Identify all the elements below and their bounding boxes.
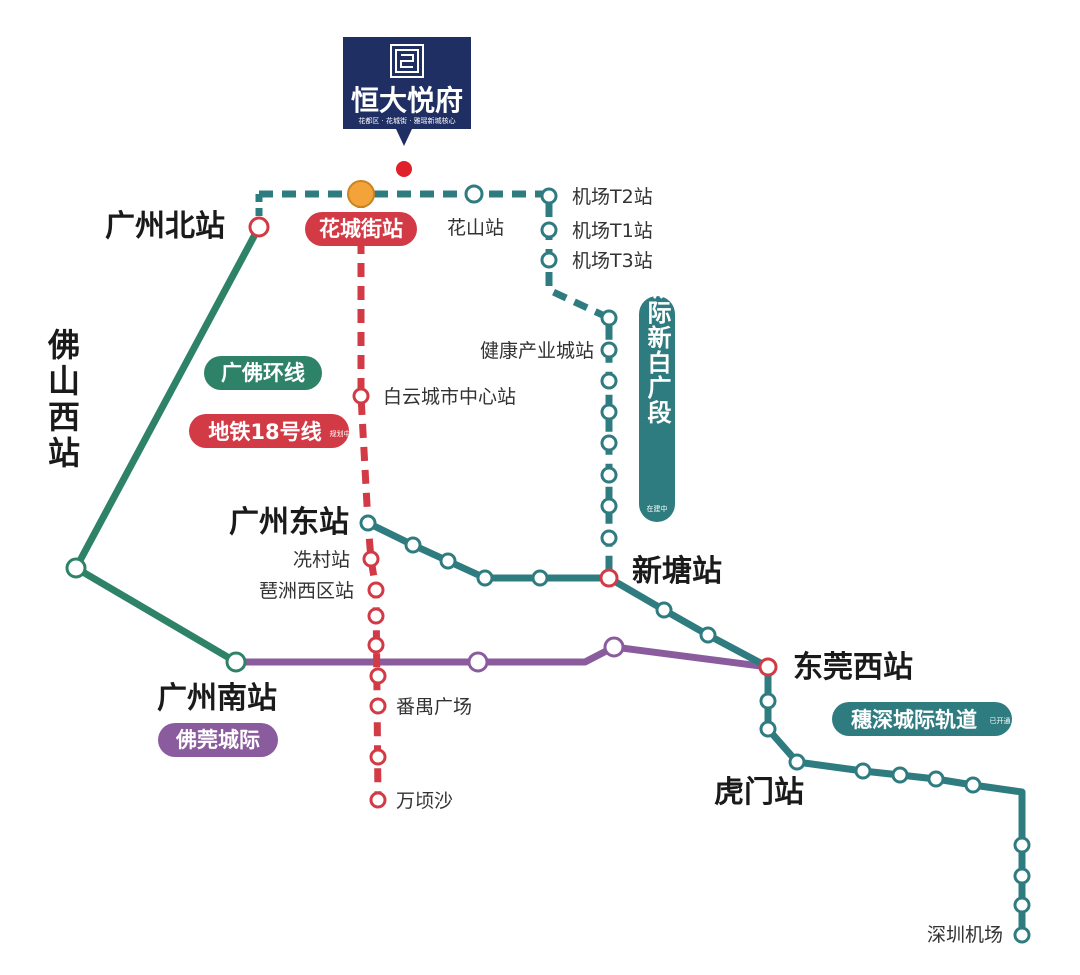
station-label-jiankang: 健康产业城站 [480, 340, 594, 362]
station-dot-suishen-1[interactable] [655, 601, 673, 619]
station-dot-suishen-7[interactable] [891, 766, 909, 784]
line-note-metro18: 规划中 [330, 429, 351, 438]
station-label-dongguan-west: 东莞西站 [793, 650, 913, 685]
station-label-xiancun: 冼村站 [293, 549, 350, 571]
station-dot-xinbai-4[interactable] [600, 403, 618, 421]
pill-guangfo-line: 广佛环线 [204, 356, 322, 390]
pill-huachengjie: 花城街站 [305, 212, 417, 246]
line-metro18 [357, 194, 382, 801]
line-label-suishen: 穗深城际轨道 [851, 708, 977, 732]
pill-suishen-line: 穗深城际轨道 已开通 [832, 702, 1012, 736]
station-dot-jiankang[interactable] [600, 341, 618, 359]
station-dot-east-line-3[interactable] [476, 569, 494, 587]
project-logo: 恒大悦府 花都区 · 花城街 · 雅瑶新城核心 [343, 37, 471, 146]
station-dot-wanqingsha[interactable] [369, 791, 387, 809]
station-dot-xinbai-8[interactable] [600, 529, 618, 547]
line-label-suishen-xinbai: 穗深城际新白广段 [643, 225, 671, 425]
station-dot-suishen-8[interactable] [927, 770, 945, 788]
station-dot-suishen-3[interactable] [759, 692, 777, 710]
station-label-huachengjie: 花城街站 [319, 217, 403, 241]
station-dot-metro18-3[interactable] [367, 607, 385, 625]
station-dot-suishen-12[interactable] [1013, 896, 1031, 914]
station-label-huashan: 花山站 [447, 217, 504, 239]
station-dot-metro18-7[interactable] [369, 748, 387, 766]
station-dot-east-line-2[interactable] [439, 552, 457, 570]
station-label-wanqingsha: 万顷沙 [396, 790, 453, 812]
station-label-airport-t2: 机场T2站 [572, 186, 653, 208]
station-label-panyu-square: 番禺广场 [396, 696, 472, 718]
station-dot-guangzhou-north[interactable] [248, 216, 270, 238]
station-dot-east-line-1[interactable] [404, 536, 422, 554]
station-dot-xinbai-3[interactable] [600, 372, 618, 390]
station-dot-baiyun-center[interactable] [352, 387, 370, 405]
station-dot-huashan[interactable] [464, 184, 484, 204]
line-note-suishen-xinbai: 在建中 [647, 504, 668, 513]
line-note-suishen: 已开通 [990, 716, 1011, 725]
station-markers [65, 184, 1031, 944]
station-dot-suishen-9[interactable] [964, 776, 982, 794]
station-dot-pazhou-west[interactable] [367, 581, 385, 599]
station-dot-suishen-6[interactable] [854, 762, 872, 780]
station-label-baiyun-center: 白云城市中心站 [383, 386, 516, 408]
brand-name: 恒大悦府 [351, 84, 463, 117]
station-label-shenzhen-airport: 深圳机场 [927, 924, 1003, 946]
brand-tagline: 花都区 · 花城街 · 雅瑶新城核心 [358, 116, 455, 125]
line-label-metro18: 地铁18号线 [208, 420, 321, 444]
station-dot-huachengjie-interchange[interactable] [347, 180, 375, 208]
station-dot-suishen-10[interactable] [1013, 836, 1031, 854]
station-dot-airport-t3[interactable] [540, 251, 558, 269]
station-dot-humen[interactable] [788, 753, 806, 771]
logo-background [343, 37, 471, 129]
station-dot-guangzhou-east[interactable] [359, 514, 377, 532]
project-location-dot [396, 161, 412, 177]
station-dot-dongguan-west[interactable] [758, 657, 778, 677]
station-dot-xinbai-6[interactable] [600, 466, 618, 484]
line-label-foguan: 佛莞城际 [175, 728, 260, 752]
station-dot-east-line-4[interactable] [531, 569, 549, 587]
station-label-humen: 虎门站 [714, 775, 804, 810]
station-dot-foguan-1[interactable] [467, 651, 489, 673]
station-label-guangzhou-south: 广州南站 [157, 681, 277, 716]
pill-foguan-line: 佛莞城际 [158, 723, 278, 757]
pill-suishen-xinbai-line: 穗深城际新白广段 在建中 [639, 225, 675, 522]
station-dot-guangzhou-south[interactable] [225, 651, 247, 673]
line-foguan [236, 643, 769, 671]
station-dot-suishen-2[interactable] [699, 626, 717, 644]
station-dot-airport-t1[interactable] [540, 221, 558, 239]
station-dot-metro18-5[interactable] [369, 667, 387, 685]
station-label-airport-t3: 机场T3站 [572, 250, 653, 272]
station-dot-panyu-square[interactable] [369, 697, 387, 715]
station-dot-foshan-west[interactable] [65, 557, 87, 579]
station-dot-xinbai-5[interactable] [600, 434, 618, 452]
station-dot-suishen-11[interactable] [1013, 867, 1031, 885]
station-dot-xinbai-1[interactable] [600, 309, 618, 327]
station-label-pazhou-west: 琶洲西区站 [259, 580, 354, 602]
station-label-guangzhou-east: 广州东站 [229, 505, 349, 540]
line-label-guangfo: 广佛环线 [221, 361, 305, 385]
station-label-foshan-west: 佛山西站 [43, 328, 81, 472]
station-label-guangzhou-north: 广州北站 [105, 209, 225, 244]
logo-emblem-icon [390, 44, 424, 78]
station-dot-xinbai-7[interactable] [600, 497, 618, 515]
station-dot-shenzhen-airport[interactable] [1013, 926, 1031, 944]
station-dot-foguan-2[interactable] [603, 636, 625, 658]
station-label-xintang: 新塘站 [632, 554, 722, 589]
station-dot-xiancun[interactable] [362, 550, 380, 568]
station-dot-metro18-4[interactable] [367, 636, 385, 654]
station-label-airport-t1: 机场T1站 [572, 220, 653, 242]
logo-pointer [396, 129, 412, 146]
station-dot-suishen-4[interactable] [759, 720, 777, 738]
pill-metro18-line: 地铁18号线 规划中 [189, 414, 351, 448]
station-dot-airport-t2[interactable] [540, 187, 558, 205]
station-dot-xintang[interactable] [599, 568, 619, 588]
